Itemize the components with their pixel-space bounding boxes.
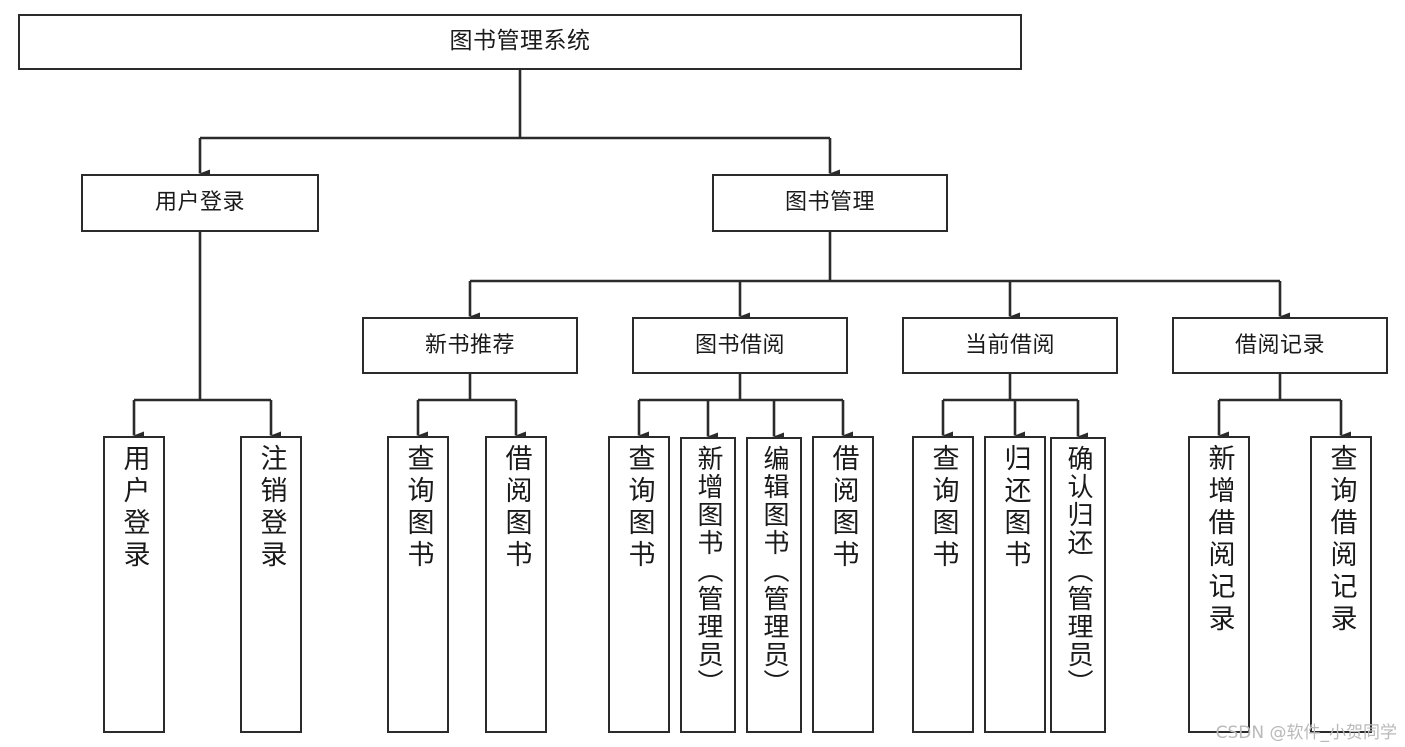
- node-leaf-query-record-label: 查询借阅记录: [1325, 444, 1357, 636]
- node-leaf-add-book-label: 新增图书（管理员）: [693, 445, 723, 697]
- node-leaf-add-book[interactable]: 新增图书（管理员）: [680, 437, 736, 733]
- node-leaf-confirm-return-label: 确认归还（管理员）: [1063, 445, 1093, 697]
- node-user-login-label: 用户登录: [154, 190, 245, 216]
- node-leaf-query-book-3[interactable]: 查询图书: [912, 436, 974, 733]
- node-leaf-query-book-3-label: 查询图书: [927, 444, 959, 572]
- node-root-root[interactable]: 图书管理系统: [18, 14, 1022, 70]
- node-borrow-record-label: 借阅记录: [1234, 332, 1325, 358]
- node-leaf-return-book-label: 归还图书: [999, 444, 1031, 572]
- node-leaf-borrow-book-1[interactable]: 借阅图书: [485, 436, 547, 733]
- node-leaf-query-record[interactable]: 查询借阅记录: [1310, 436, 1372, 733]
- node-leaf-add-record[interactable]: 新增借阅记录: [1188, 436, 1250, 733]
- node-leaf-logout-label: 注销登录: [255, 444, 287, 572]
- node-current-borrow[interactable]: 当前借阅: [902, 317, 1118, 374]
- node-current-borrow-label: 当前借阅: [964, 332, 1055, 358]
- node-borrow-record[interactable]: 借阅记录: [1172, 317, 1388, 374]
- node-book-borrow[interactable]: 图书借阅: [632, 317, 848, 374]
- node-user-login[interactable]: 用户登录: [81, 174, 319, 232]
- node-new-book-recommend-label: 新书推荐: [424, 332, 515, 358]
- node-leaf-borrow-book-1-label: 借阅图书: [500, 444, 532, 572]
- node-leaf-edit-book-label: 编辑图书（管理员）: [759, 445, 789, 697]
- node-leaf-borrow-book-2[interactable]: 借阅图书: [812, 436, 874, 733]
- node-book-borrow-label: 图书借阅: [694, 332, 785, 358]
- node-leaf-user-login-label: 用户登录: [118, 444, 150, 572]
- node-book-manage[interactable]: 图书管理: [712, 174, 948, 232]
- node-leaf-borrow-book-2-label: 借阅图书: [827, 444, 859, 572]
- node-leaf-query-book-2-label: 查询图书: [623, 444, 655, 572]
- node-leaf-query-book-1[interactable]: 查询图书: [387, 436, 449, 733]
- node-leaf-add-record-label: 新增借阅记录: [1203, 444, 1235, 636]
- node-leaf-logout[interactable]: 注销登录: [240, 436, 302, 733]
- node-leaf-edit-book[interactable]: 编辑图书（管理员）: [746, 437, 802, 733]
- node-leaf-query-book-2[interactable]: 查询图书: [608, 436, 670, 733]
- node-root-root-label: 图书管理系统: [449, 28, 591, 55]
- node-leaf-return-book[interactable]: 归还图书: [984, 436, 1046, 733]
- node-new-book-recommend[interactable]: 新书推荐: [362, 317, 578, 374]
- node-leaf-query-book-1-label: 查询图书: [402, 444, 434, 572]
- node-leaf-confirm-return[interactable]: 确认归还（管理员）: [1050, 437, 1106, 733]
- node-leaf-user-login[interactable]: 用户登录: [103, 436, 165, 733]
- node-book-manage-label: 图书管理: [784, 190, 875, 216]
- csdn-watermark: CSDN @软件_小贺同学: [1215, 723, 1397, 743]
